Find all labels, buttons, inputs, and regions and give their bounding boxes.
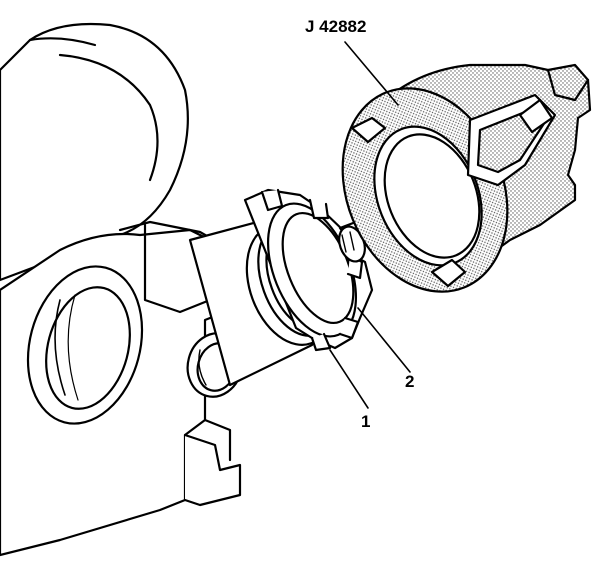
part-1-callout-label: 1 <box>361 412 371 431</box>
leader-line-1 <box>329 349 369 409</box>
tool-callout-label: J 42882 <box>305 17 367 36</box>
leader-lines <box>329 41 411 409</box>
leader-line-2 <box>357 307 411 373</box>
special-tool-j42882 <box>341 63 592 293</box>
housing-bore <box>26 265 144 425</box>
part-2-callout-label: 2 <box>405 372 415 391</box>
leader-line-tool <box>344 41 399 106</box>
